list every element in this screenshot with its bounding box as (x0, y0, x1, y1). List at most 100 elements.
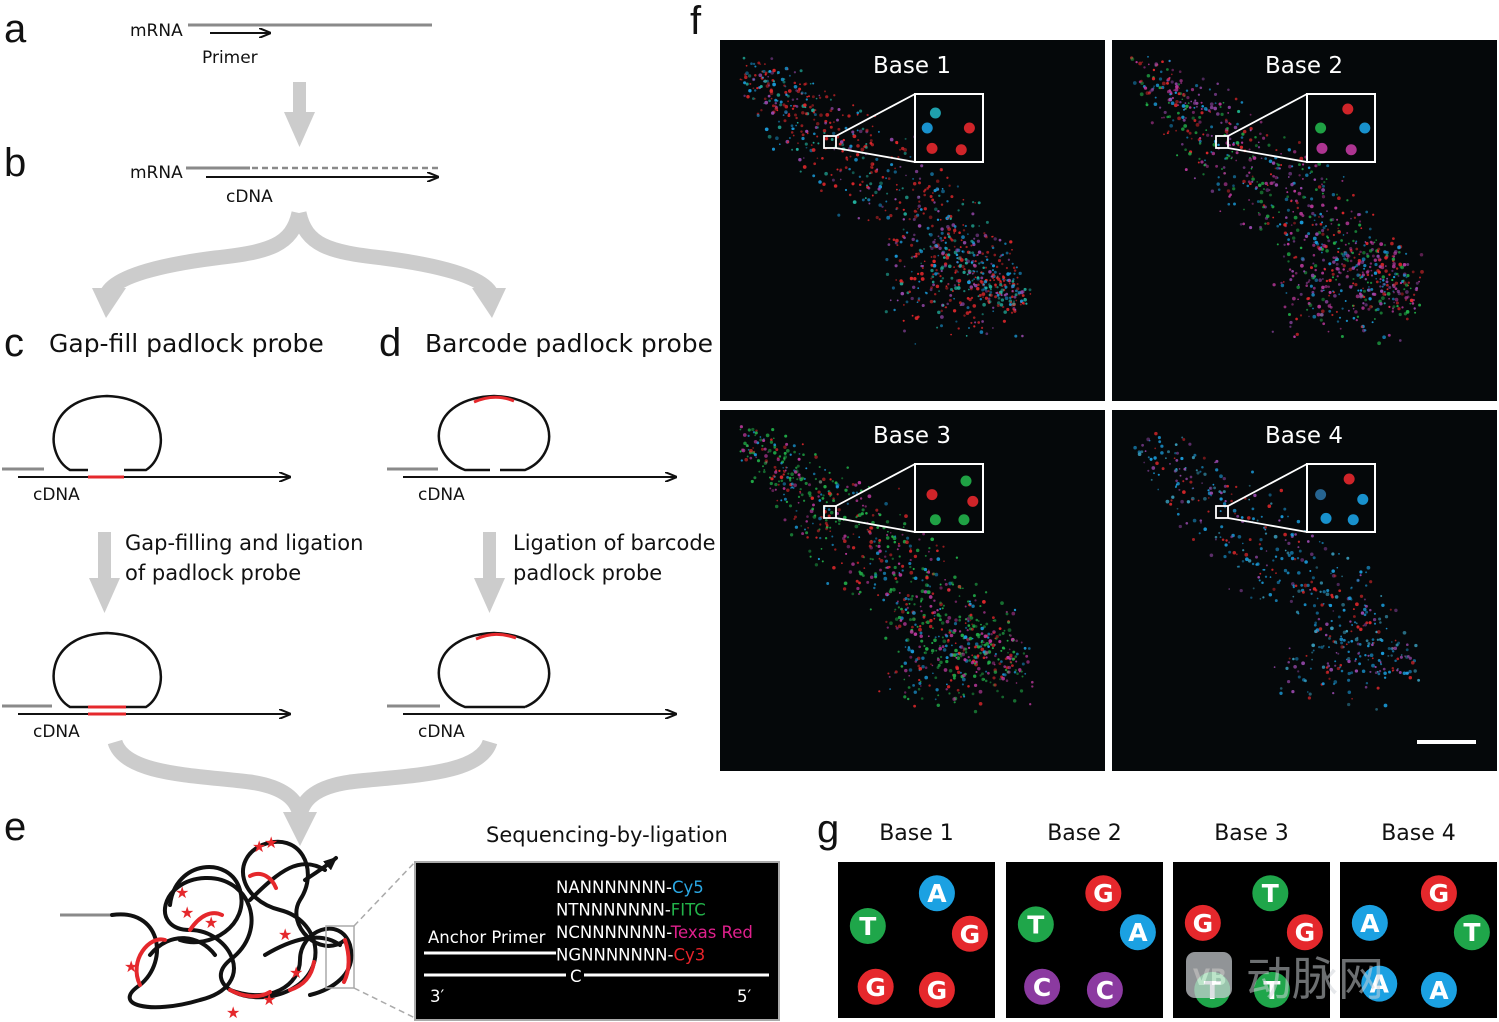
base-badge: G (1286, 914, 1323, 951)
step-c-line2: of padlock probe (125, 561, 301, 585)
probe-sequence: NANNNNNNN- (556, 878, 672, 897)
watermark: VB 动脉网 (1186, 952, 1384, 1006)
base-letter: T (1262, 879, 1279, 908)
base-badge: A (1119, 914, 1156, 951)
panel-letter-d: d (379, 321, 401, 365)
zoom-guide-top (353, 861, 416, 927)
watermark-text: 动脉网 (1246, 952, 1384, 1006)
step-arrow-c (98, 532, 111, 580)
micrograph-title: Base 4 (1265, 423, 1343, 449)
base-letter: G (865, 973, 886, 1002)
rolling-circle-product (110, 839, 354, 1010)
cdna-label-c1: cDNA (33, 485, 80, 505)
base-badge: A (1361, 965, 1398, 1002)
probe-dye: Cy3 (673, 946, 705, 965)
panel-f: f Base 1 Base 2 Base 3 Base 4 (690, 0, 1499, 771)
panel-c: c Gap-fill padlock probe cDNA Gap-fillin… (2, 321, 363, 742)
barcode-padlock-open-d (437, 394, 551, 472)
svg-text:★: ★ (278, 925, 292, 944)
micrograph-base-1: Base 1 (720, 40, 1105, 401)
base-letter: A (1360, 909, 1380, 938)
probe-list: NANNNNNNN-Cy5NTNNNNNNN-FITCNCNNNNNNN-Tex… (556, 878, 753, 965)
base-letter: G (1429, 879, 1450, 908)
split-arrows (92, 211, 506, 318)
panel-letter-f: f (690, 0, 702, 43)
probe-dye: Cy5 (672, 878, 704, 897)
base-letter: A (1429, 976, 1449, 1005)
cdna-label-b: cDNA (226, 187, 273, 207)
base-badge: G (1085, 875, 1122, 912)
base-call-title: Base 3 (1214, 821, 1289, 846)
panel-letter-c: c (4, 321, 24, 365)
probe-line: NGNNNNNNN-Cy3 (556, 946, 705, 965)
rna-spots (739, 425, 1034, 714)
base-badge: A (1420, 971, 1457, 1008)
base-badge: G (951, 915, 988, 952)
svg-text:★: ★ (264, 833, 278, 852)
panel-e-title: Sequencing-by-ligation (486, 823, 728, 847)
micrograph-base-4: Base 4 (1112, 410, 1497, 771)
svg-text:★: ★ (226, 1003, 240, 1022)
micrograph-base-2: Base 2 (1112, 40, 1497, 401)
base-badge: A (1351, 904, 1388, 941)
zoom-box (823, 505, 837, 519)
base-badge: G (1420, 875, 1457, 912)
svg-text:★: ★ (175, 883, 189, 902)
anchor-primer-label: Anchor Primer (428, 928, 546, 947)
rna-spots (739, 56, 1032, 345)
svg-text:★: ★ (124, 957, 138, 976)
end-3prime-label: 3′ (430, 987, 444, 1006)
micrograph-title: Base 2 (1265, 53, 1343, 79)
zoom-box (1215, 505, 1229, 519)
micrograph-title: Base 1 (873, 53, 951, 79)
base-call-title: Base 4 (1381, 821, 1456, 846)
base-letter: T (1263, 976, 1280, 1005)
panel-letter-b: b (4, 141, 26, 185)
micrograph-base-3: Base 3 (720, 410, 1105, 771)
base-letter: A (1128, 918, 1148, 947)
panel-e: e Sequencing-by-ligation ★ ★ ★ ★ ★ (4, 805, 780, 1022)
svg-text:★: ★ (180, 903, 194, 922)
barcode-region-d2 (475, 632, 517, 641)
base-letter: T (859, 912, 876, 941)
rca-barcode-segments (134, 871, 351, 999)
svg-text:★: ★ (204, 913, 218, 932)
panel-c-title: Gap-fill padlock probe (49, 329, 324, 358)
probe-dye: FITC (671, 901, 706, 920)
end-5prime-label: 5′ (737, 987, 751, 1006)
panel-d: d Barcode padlock probe cDNA Ligation of… (379, 321, 716, 742)
barcode-region-d1 (473, 395, 515, 404)
base-badge: C (1086, 971, 1123, 1008)
probe-line: NCNNNNNNN-Texas Red (556, 923, 753, 942)
base-letter: C (1096, 976, 1114, 1005)
base-badge: T (1017, 906, 1054, 943)
mrna-label-a: mRNA (130, 21, 183, 41)
step-arrow-d (483, 532, 496, 580)
panel-d-title: Barcode padlock probe (425, 329, 713, 358)
padlock-probe-open-c (52, 394, 163, 472)
base-letter: C (1033, 973, 1051, 1002)
base-letter: G (960, 920, 981, 949)
panel-a: a mRNA Primer (4, 7, 432, 68)
padlock-probe-closed-c (52, 631, 163, 709)
base-letter: T (1027, 910, 1044, 939)
step-d-line1: Ligation of barcode (513, 531, 716, 555)
base-badge: G (1184, 904, 1221, 941)
probe-sequence: NTNNNNNNN- (556, 901, 671, 920)
base-call-title: Base 2 (1047, 821, 1122, 846)
base-letter: G (927, 976, 948, 1005)
micrograph-grid: Base 1 Base 2 Base 3 Base 4 (720, 40, 1497, 771)
base-badge: C (1024, 968, 1061, 1005)
probe-line: NTNNNNNNN-FITC (556, 901, 706, 920)
panel-letter-g: g (817, 807, 839, 851)
cdna-label-c2: cDNA (33, 722, 80, 742)
probe-line: NANNNNNNN-Cy5 (556, 878, 704, 897)
primer-label: Primer (202, 48, 258, 68)
step-c-line1: Gap-filling and ligation (125, 531, 363, 555)
